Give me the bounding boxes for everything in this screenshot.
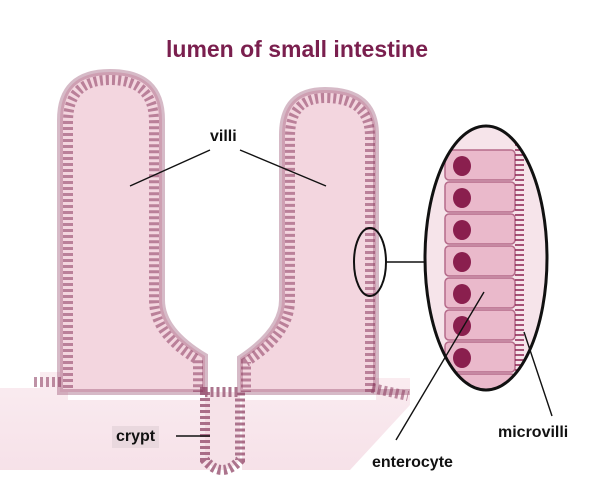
magnified-epithelium [420,120,560,404]
enterocyte-label: enterocyte [372,454,453,472]
cell-nucleus [453,284,471,304]
microvilli-label: microvilli [498,424,568,442]
cell-nucleus [453,252,471,272]
cell-nucleus [453,220,471,240]
cell-nucleus [453,348,471,368]
villi-label: villi [210,128,237,146]
page-title: lumen of small intestine [0,36,594,63]
microvilli-leader [524,332,552,416]
crypt-shape [205,392,240,470]
crypt-label: crypt [112,426,159,448]
cell-nucleus [453,188,471,208]
cell-nucleus [453,156,471,176]
